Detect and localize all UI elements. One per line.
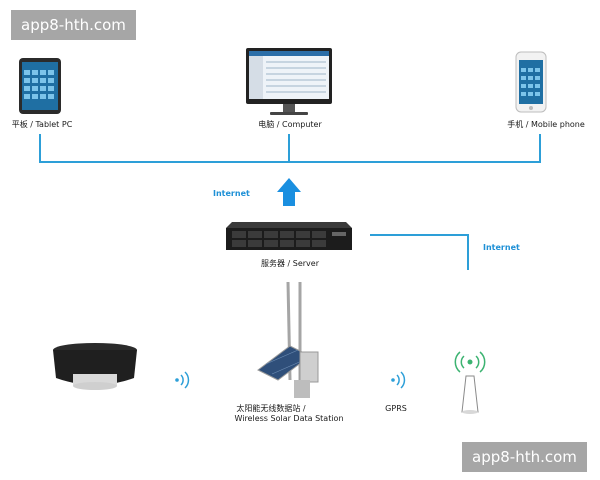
internet-link-line [370, 234, 469, 270]
upload-arrow-icon [277, 178, 301, 206]
watermark-top: app8-hth.com [11, 10, 136, 40]
gprs-label: GPRS [385, 404, 407, 413]
mobile-phone-icon [515, 51, 547, 113]
internet-right-label: Internet [483, 243, 520, 252]
solar-data-station-icon [257, 281, 319, 398]
tablet-icon [19, 58, 61, 114]
device-bus-lines [39, 134, 541, 163]
antenna-tower-icon [454, 351, 486, 414]
station-label-line2: Wireless Solar Data Station [234, 414, 344, 423]
wireless-signal-icon [175, 371, 190, 389]
rack-server-icon [226, 222, 352, 250]
wireless-signal-icon [391, 371, 406, 389]
internet-arrow-label: Internet [213, 189, 250, 198]
computer-label: 电脑 / Computer [258, 120, 322, 129]
mobile-label: 手机 / Mobile phone [507, 120, 585, 129]
computer-monitor-icon [246, 48, 332, 115]
tablet-label: 平板 / Tablet PC [11, 120, 73, 129]
sensor-puck-icon [53, 343, 137, 390]
server-label: 服务器 / Server [260, 259, 320, 268]
station-label-line1: 太阳能无线数据站 / [236, 404, 306, 413]
watermark-bottom: app8-hth.com [462, 442, 587, 472]
